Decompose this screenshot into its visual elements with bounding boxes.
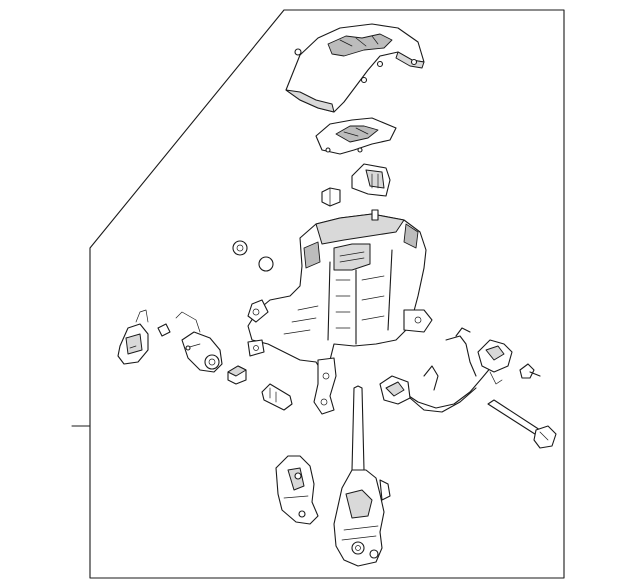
long-bolt [487,399,557,449]
small-clip [321,187,341,207]
pin-bushing [261,383,293,411]
shift-lever-assembly [333,385,391,567]
cushion-block [227,365,247,385]
shift-bezel-cover [285,23,425,113]
switch-bracket [117,309,149,365]
indicator-panel [315,117,397,155]
position-switch [477,339,513,385]
indicator-lamp [351,163,391,197]
lever-bracket [275,455,319,525]
nut [232,240,248,256]
diagram-frame [71,9,565,579]
shift-lock-solenoid [175,311,223,373]
wire-harness [379,327,493,413]
washer [258,256,274,272]
shifter-housing [247,209,433,415]
small-bolt [519,363,541,379]
small-screw [157,323,171,337]
